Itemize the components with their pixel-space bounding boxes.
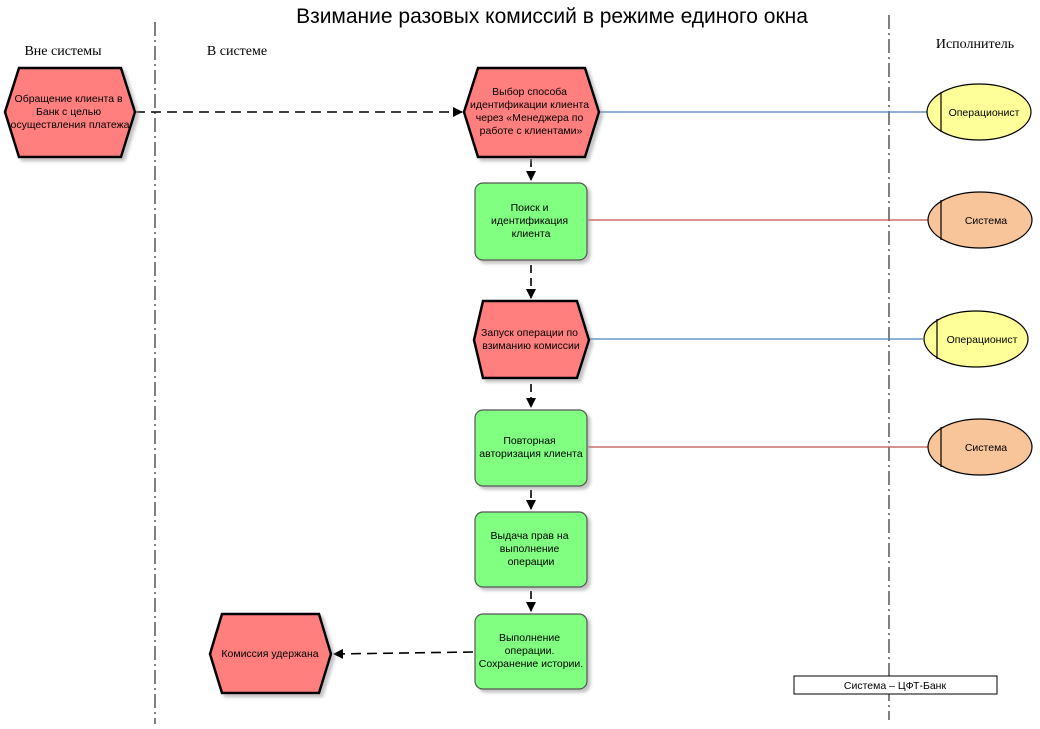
event-client-request: Обращение клиента в Банк с целью осущест… [3,66,137,159]
role-system: Система [927,418,1033,476]
node-label: Комиссия удержана [221,648,318,660]
node-label-line: Выполнение [499,632,560,644]
node-label-line: операции [508,556,555,568]
node-label-line: идентификация [491,215,568,227]
lane-executor-label: Исполнитель [936,37,1014,52]
diagram-title: Взимание разовых комиссий в режиме едино… [296,5,808,28]
event-start-commission: Запуск операции по взиманию комиссии [472,299,591,380]
node-label-line: Обращение клиента в [15,93,123,105]
function-reauthorization: Повторная авторизация клиента [474,409,588,487]
lane-inside-label: В системе [207,44,267,59]
flow-edge [333,648,474,659]
node-label-line: авторизация клиента [479,448,583,460]
node-label-line: через «Менеджера по [476,112,584,124]
role-operator: Операционист [926,83,1032,141]
node-label: Выдача прав на выполнение операции [491,530,572,568]
node-label-line: Выбор способа [492,86,567,98]
role-label: Операционист [947,334,1018,346]
node-label-line: Поиск и [511,202,549,214]
legend-box: Система – ЦФТ-Банк [793,675,998,695]
node-label-line: взиманию комиссии [482,340,580,352]
node-label: Выполнение операции. Сохранение истории. [479,632,583,670]
node-label-line: Комиссия удержана [221,648,318,660]
node-label-line: работе с клиентами» [480,125,583,137]
node-label-line: Запуск операции по [481,327,578,339]
role-label: Операционист [949,107,1020,119]
role-label: Система [965,442,1007,454]
role-label: Система [965,215,1007,227]
node-label: Выбор способа идентификации клиента чере… [470,86,592,137]
node-label-line: идентификации клиента [470,99,589,111]
event-commission-withheld: Комиссия удержана [208,612,333,695]
role-operator: Операционист [923,310,1029,368]
node-label: Обращение клиента в Банк с целью осущест… [10,93,129,131]
event-choose-identification: Выбор способа идентификации клиента чере… [462,66,601,159]
node-label-line: клиента [512,228,551,240]
node-label-line: операции. [505,645,555,657]
lane-outside-label: Вне системы [24,44,102,59]
node-label-line: Выдача прав на [491,530,569,542]
node-label: Запуск операции по взиманию комиссии [481,327,581,352]
node-label-line: осуществления платежа [10,119,129,131]
node-label-line: Сохранение истории. [479,658,583,670]
node-label-line: Банк с целью [36,106,101,118]
node-label-line: Повторная [503,435,555,447]
function-search-identify: Поиск и идентификация клиента [474,182,588,261]
function-execute-operation: Выполнение операции. Сохранение истории. [474,613,588,690]
node-label: Повторная авторизация клиента [479,435,583,460]
function-grant-rights: Выдача прав на выполнение операции [474,511,588,588]
role-system: Система [927,191,1033,249]
node-label: Поиск и идентификация клиента [491,202,571,240]
node-label-line: выполнение [500,543,560,555]
legend-label: Система – ЦФТ-Банк [844,680,947,692]
